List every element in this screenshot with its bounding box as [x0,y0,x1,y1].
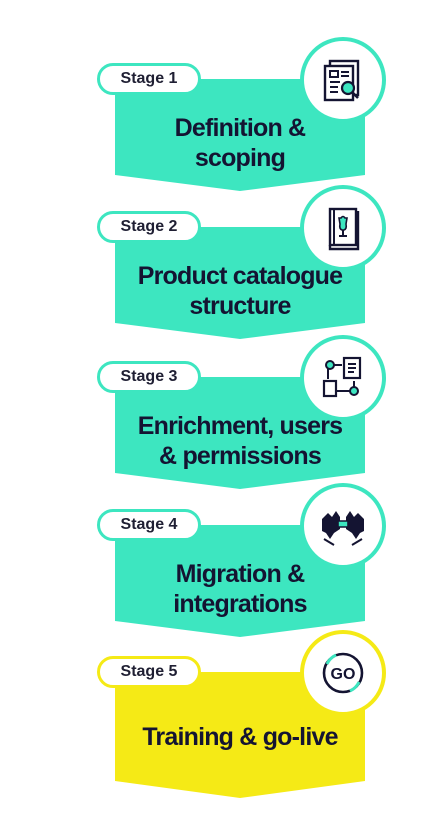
puzzle-connect-icon [322,511,364,546]
stage-5-badge: GO [300,630,386,716]
stage-2-title: Product catalogue structure [137,262,343,320]
document-search-icon [323,59,360,102]
go-icon-text: GO [331,666,356,683]
stage-5-label: Stage 5 [97,656,201,688]
stage-4-arrow-shape [115,525,365,637]
stage-4-label: Stage 4 [97,509,201,541]
catalogue-book-icon [328,207,360,251]
stage-1-arrow-shape [115,79,365,191]
stage-4-title: Migration & integrations [173,560,307,618]
stage-1-title: Definition & scoping [174,114,306,172]
stage-2-arrow-shape [115,227,365,339]
go-icon: GO [322,652,364,694]
stage-5: Stage 5 Training & go-live GO [0,630,423,821]
stage-3-arrow-shape [115,377,365,489]
stage-5-arrow-shape [115,672,365,798]
stage-3: Stage 3 Enrichment, users & permissions [0,335,423,526]
stage-3-label: Stage 3 [97,361,201,393]
stage-2-badge [300,185,386,271]
stage-1-label: Stage 1 [97,63,201,95]
stage-1-badge [300,37,386,123]
stage-2: Stage 2 Product catalogue structure [0,185,423,376]
stage-2-label: Stage 2 [97,211,201,243]
stage-1: Stage 1 Definition & scoping [0,37,423,228]
stage-4-badge [300,483,386,569]
workflow-icon [322,356,362,398]
stage-5-title: Training & go-live [142,723,338,751]
stage-4: Stage 4 Migration & integrations [0,483,423,674]
stage-3-title: Enrichment, users & permissions [137,412,343,470]
stage-3-badge [300,335,386,421]
